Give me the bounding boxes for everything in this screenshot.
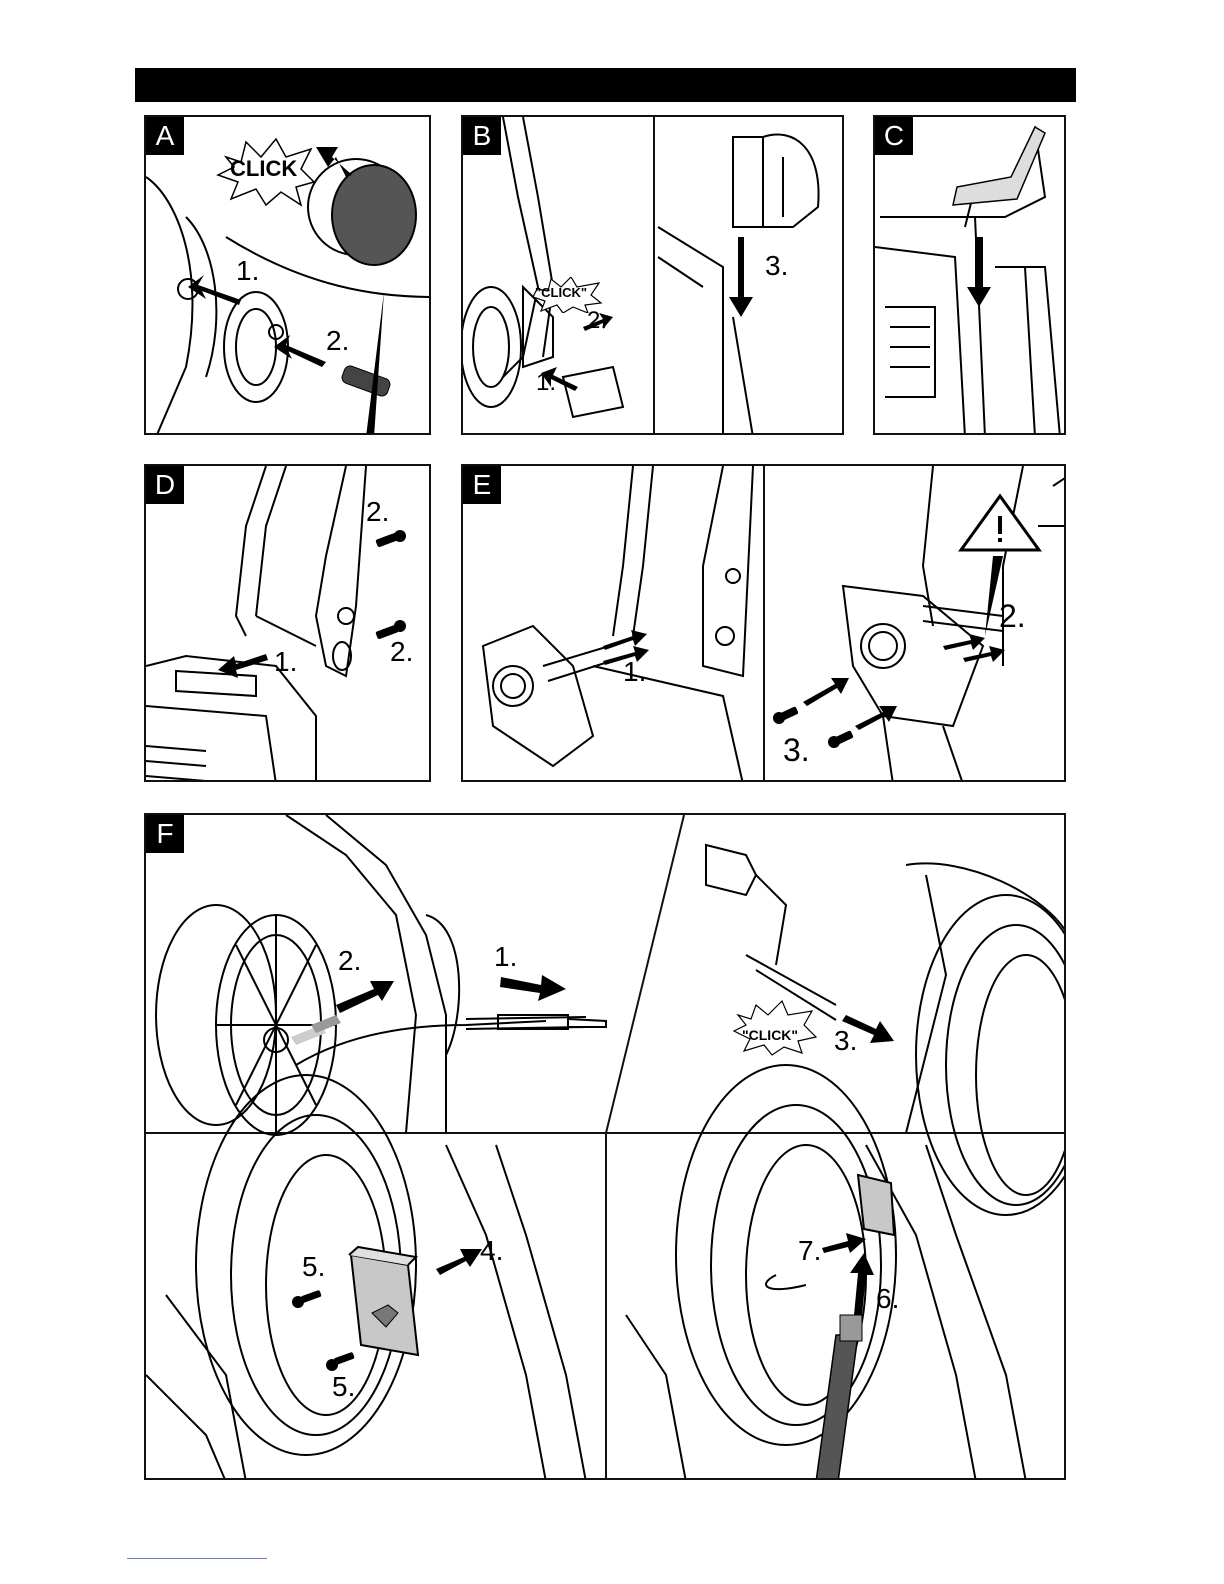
click-label: "CLICK" — [742, 1027, 798, 1043]
step-label: 3. — [834, 1025, 857, 1057]
panel-b-letter: B — [463, 117, 501, 155]
panel-a: A CLICK 1. 2. — [144, 115, 431, 435]
panel-e: E — [461, 464, 1066, 782]
screws — [375, 530, 406, 640]
panel-c-letter: C — [875, 117, 913, 155]
panel-e-letter: E — [463, 466, 501, 504]
bracket-part — [351, 1255, 418, 1355]
panel-b: B "CLICK" 1. 2. 3. — [461, 115, 844, 435]
footer-link-underline — [127, 1558, 267, 1559]
click-label: CLICK — [230, 156, 297, 182]
panel-c: C — [873, 115, 1066, 435]
panel-e-illustration — [463, 466, 1066, 782]
panel-d-letter: D — [146, 466, 184, 504]
step-label: 2. — [587, 307, 607, 335]
panel-f-illustration — [146, 815, 1066, 1480]
step-label: 2. — [390, 636, 413, 668]
step-label: 1. — [494, 941, 517, 973]
panel-a-letter: A — [146, 117, 184, 155]
step-label: 3. — [783, 732, 810, 769]
step-label: 4. — [480, 1235, 503, 1267]
header-bar — [135, 68, 1076, 102]
panel-divider — [606, 815, 684, 1133]
step-label: 7. — [798, 1235, 821, 1267]
screws — [292, 1290, 355, 1371]
bracket-part — [858, 1175, 894, 1235]
pointer-wedge — [366, 292, 384, 435]
click-label: "CLICK" — [535, 285, 587, 300]
step-label: 2. — [338, 945, 361, 977]
step-arrows — [541, 237, 753, 391]
step-label: 1. — [274, 646, 297, 678]
step-label: 1. — [236, 255, 259, 287]
step-label: 1. — [623, 656, 646, 688]
step-arrows — [967, 237, 991, 307]
step-arrows — [603, 630, 1005, 730]
step-label: 3. — [765, 250, 788, 282]
panel-f-letter: F — [146, 815, 184, 853]
panel-d: D 1. 2. 2. — [144, 464, 431, 782]
step-label: 2. — [326, 325, 349, 357]
step-label: 5. — [302, 1251, 325, 1283]
step-label: 5. — [332, 1371, 355, 1403]
panel-f: F — [144, 813, 1066, 1480]
hose-coupling — [840, 1315, 862, 1341]
step-label: 1. — [536, 369, 556, 397]
step-label: 6. — [876, 1283, 899, 1315]
pin-part — [340, 364, 391, 397]
cap-part — [332, 165, 416, 265]
step-label: 2. — [366, 496, 389, 528]
panel-c-illustration — [875, 117, 1066, 435]
step-label: 2. — [999, 598, 1026, 635]
